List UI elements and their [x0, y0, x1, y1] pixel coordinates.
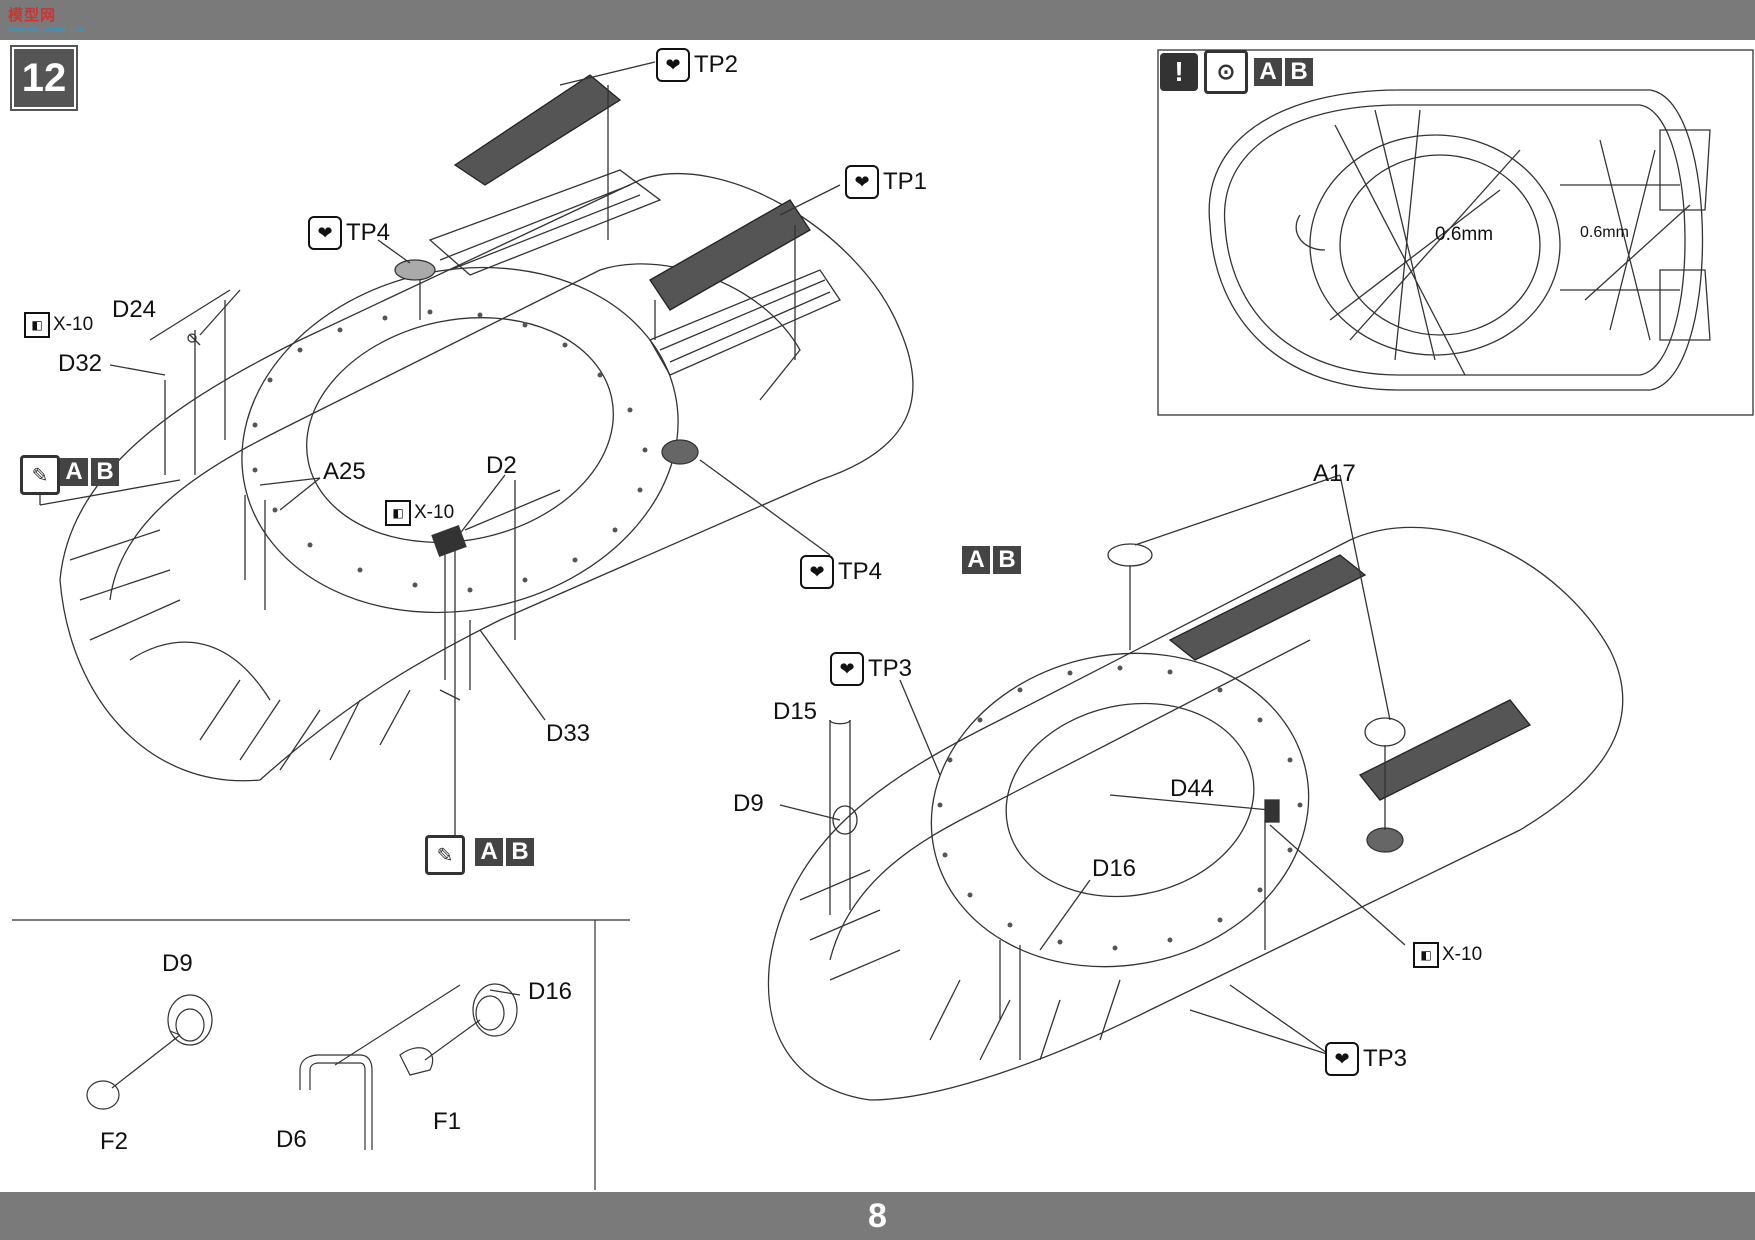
tape-strip-tp1 — [649, 199, 811, 311]
sub-assembly-icon: ◧ — [24, 312, 50, 338]
dimension-right: 0.6mm — [1580, 224, 1629, 241]
detail-inset-frame — [1157, 49, 1754, 416]
label-d24: D24 — [112, 296, 157, 323]
x10-ref-c: ◧X-10 — [1413, 942, 1482, 968]
tp3-left-callout: ❤TP3 — [830, 652, 912, 686]
x10-ref-b: ◧X-10 — [385, 500, 454, 526]
sub-headlight-d9 — [167, 994, 213, 1046]
label-sub-d6: D6 — [276, 1126, 307, 1153]
tape-strip-tp2 — [453, 74, 622, 186]
right-turret-inner — [1005, 702, 1255, 898]
left-turret-rivets — [252, 309, 648, 593]
label-sub-d16: D16 — [528, 978, 573, 1005]
left-turret-inner — [306, 317, 614, 543]
paint-brush-icon: ✎ — [425, 835, 465, 875]
label-d16: D16 — [1092, 855, 1137, 882]
label-d15: D15 — [773, 698, 818, 725]
label-d44: D44 — [1170, 775, 1215, 802]
tp2-callout: ❤TP2 — [656, 48, 738, 82]
tp4-top-callout: ❤TP4 — [308, 216, 390, 250]
right-turret-rivets — [937, 665, 1303, 951]
label-sub-f1: F1 — [433, 1108, 462, 1135]
left-hull-outline — [59, 173, 914, 782]
warn-icon: ! — [1160, 53, 1198, 91]
bottom-banner — [0, 1192, 1755, 1240]
label-a17: A17 — [1313, 460, 1356, 487]
drill-icon: ⊙ — [1204, 50, 1248, 94]
label-d32: D32 — [58, 350, 103, 377]
x10-ref-a: ◧X-10 — [24, 312, 93, 338]
page-number: 8 — [868, 1197, 887, 1235]
sub-lens-f2 — [86, 1080, 120, 1110]
broken-heart-icon: ❤ — [800, 555, 834, 589]
broken-heart-icon: ❤ — [656, 48, 690, 82]
label-d33: D33 — [546, 720, 591, 747]
sub-headlight-d16 — [472, 983, 518, 1037]
broken-heart-icon: ❤ — [1325, 1042, 1359, 1076]
paint-brush-icon: ✎ — [20, 455, 60, 495]
left-hull-inner-skirt — [109, 263, 801, 601]
broken-heart-icon: ❤ — [308, 216, 342, 250]
tp1-callout: ❤TP1 — [845, 165, 927, 199]
label-a25: A25 — [323, 458, 366, 485]
step-number: 12 — [12, 47, 76, 109]
label-sub-d9: D9 — [162, 950, 193, 977]
broken-heart-icon: ❤ — [830, 652, 864, 686]
right-hull-outline — [767, 526, 1624, 1101]
label-d9: D9 — [733, 790, 764, 817]
tp3-bottom-callout: ❤TP3 — [1325, 1042, 1407, 1076]
watermark-url: www.mx-moxing.com — [8, 25, 84, 34]
top-banner — [0, 0, 1755, 40]
right-turret-ring — [930, 652, 1310, 968]
sub-assembly-icon: ◧ — [1413, 942, 1439, 968]
watermark-text: 模型网 — [8, 7, 57, 24]
tp4-mid-callout: ❤TP4 — [800, 555, 882, 589]
broken-heart-icon: ❤ — [845, 165, 879, 199]
label-d2: D2 — [486, 452, 517, 479]
label-sub-f2: F2 — [100, 1128, 129, 1155]
sub-assembly-icon: ◧ — [385, 500, 411, 526]
sub-bracket-d6 — [309, 1062, 366, 1150]
dimension-left: 0.6mm — [1435, 224, 1494, 245]
left-turret-ring — [241, 266, 679, 614]
sub-lens-f1 — [399, 1047, 434, 1076]
